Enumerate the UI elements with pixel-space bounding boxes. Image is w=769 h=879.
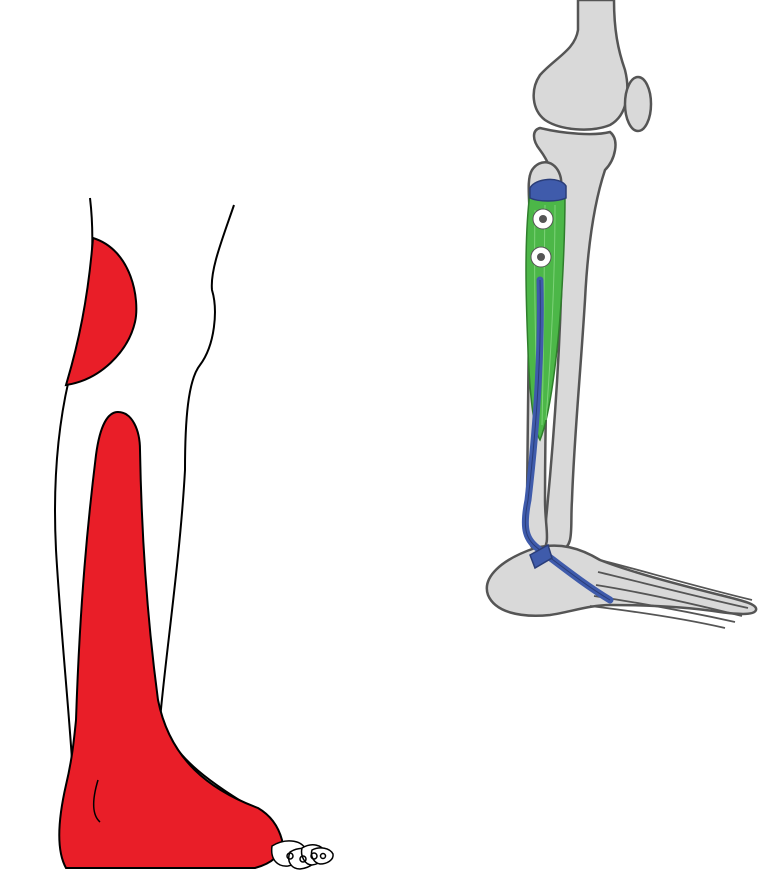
skeleton-leg-figure [460,0,769,879]
calf-pain-zone [66,238,136,385]
patella-bone [625,77,651,131]
toes-icon [272,841,333,869]
foot-bones [487,546,756,616]
trigger-point-lower [531,247,551,267]
proximal-tendon [530,179,566,201]
lower-leg-skeleton-with-muscle-icon [460,0,769,879]
referred-pain-leg-figure [0,0,420,879]
femur-bone [534,0,628,130]
leg-outline-front-edge [160,205,252,808]
lower-leg-referred-pain-outline-icon [0,0,420,879]
shin-ankle-pain-zone [59,412,282,868]
trigger-point-upper [533,209,553,229]
